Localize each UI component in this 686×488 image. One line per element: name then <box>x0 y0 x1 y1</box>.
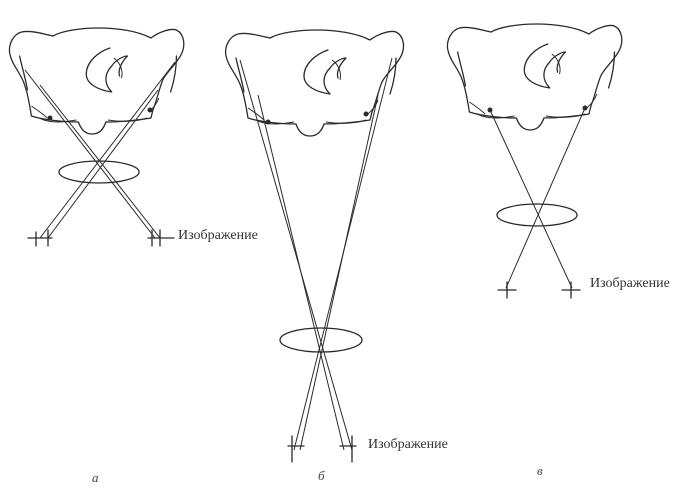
image-label-c: Изображение <box>590 276 670 292</box>
lens-ellipse <box>59 161 139 183</box>
landmark-point <box>364 112 369 117</box>
ray-line <box>25 70 155 238</box>
subfigure-label-b: б <box>318 468 325 484</box>
landmark-point <box>266 120 271 125</box>
image-label-a: Изображение <box>178 228 258 244</box>
lens-ellipse <box>497 204 577 226</box>
ray-line <box>490 110 572 288</box>
figure-c <box>447 24 621 298</box>
ray-line <box>48 90 158 238</box>
landmark-point <box>48 116 53 121</box>
figure-b <box>226 30 404 462</box>
pelvis-outline-a <box>9 28 183 134</box>
subfigure-label-c: в <box>537 463 543 479</box>
figure-a <box>9 28 183 246</box>
image-label-b: Изображение <box>368 437 448 453</box>
pelvis-outline-c <box>447 24 621 130</box>
landmark-point <box>148 108 153 113</box>
ray-line <box>300 95 378 450</box>
ray-line <box>40 62 175 238</box>
subfigure-label-a: а <box>92 470 99 486</box>
ray-line <box>258 95 344 450</box>
ray-line <box>506 108 585 288</box>
ray-line <box>240 60 352 450</box>
